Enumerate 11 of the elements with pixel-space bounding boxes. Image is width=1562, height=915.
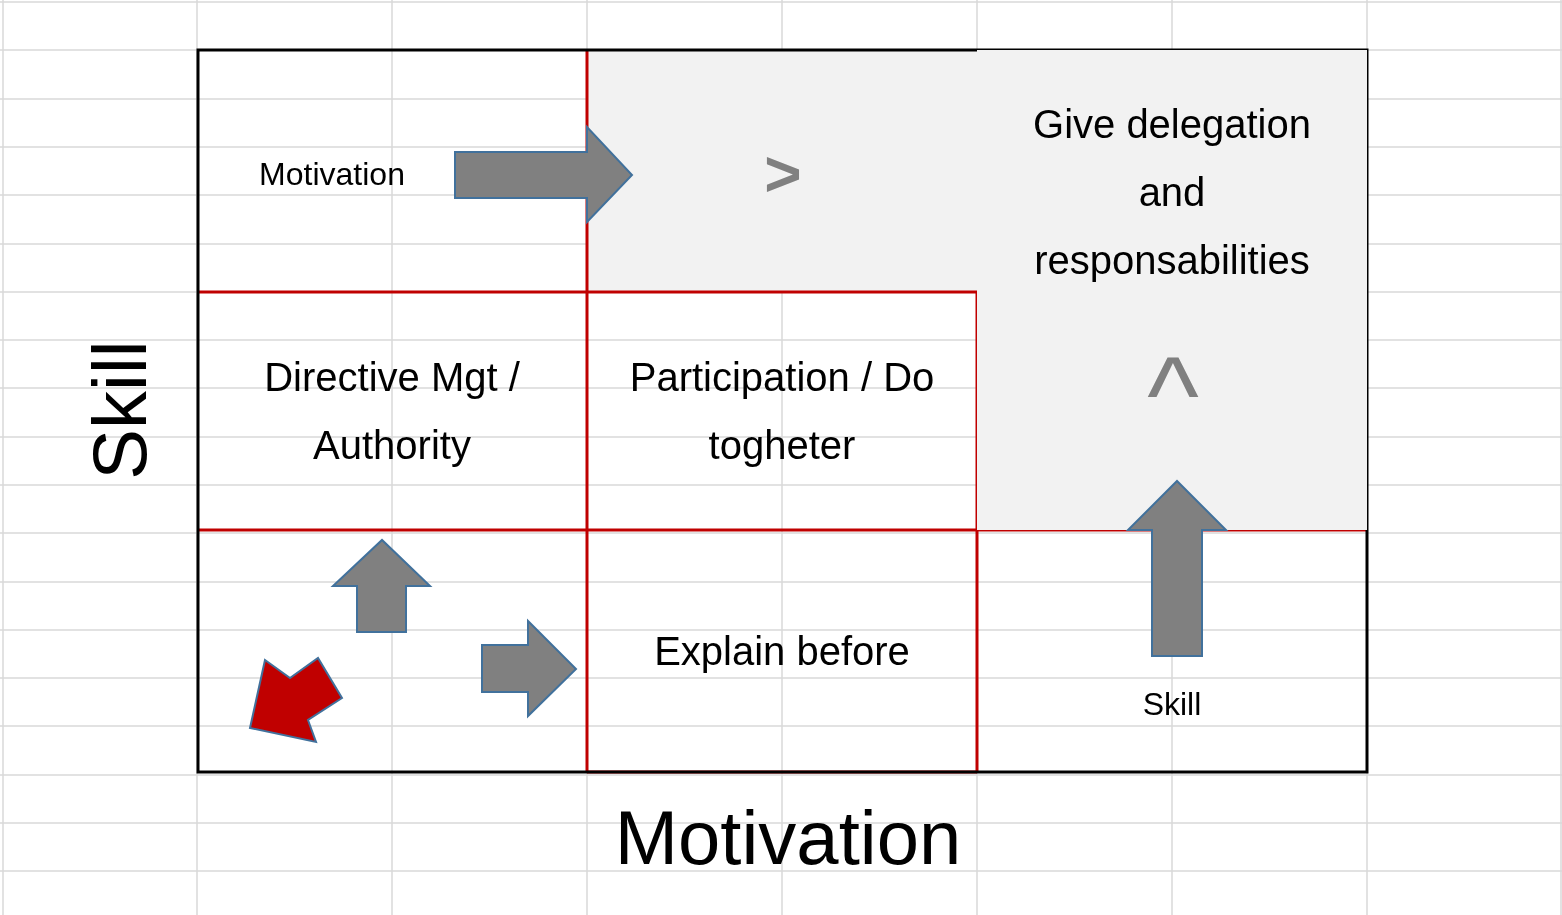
axis-label: ^ (1146, 340, 1200, 450)
matrix-cell (977, 50, 1367, 530)
cell-text: Directive Mgt / Authority (263, 354, 521, 469)
axis-label: Motivation (613, 800, 963, 876)
axis-label: > (763, 142, 803, 206)
cell-text: Participation / Do togheter (628, 354, 936, 469)
axis-label: Motivation (258, 155, 406, 194)
axis-label: Skill (82, 339, 158, 482)
axis-label: Skill (1141, 685, 1203, 724)
cell-text: Explain before (653, 628, 911, 675)
cell-text: Give delegation and responsabilities (1032, 101, 1312, 284)
